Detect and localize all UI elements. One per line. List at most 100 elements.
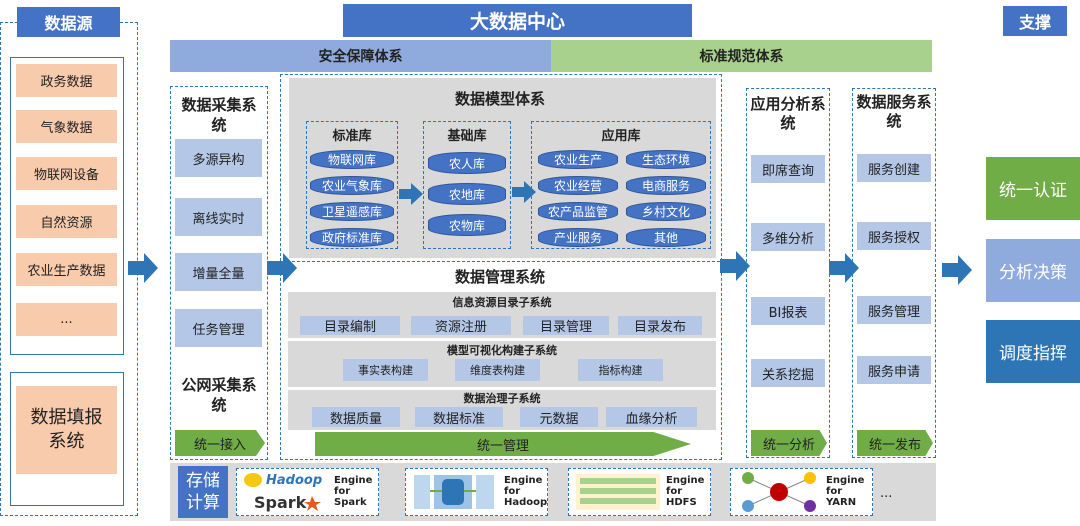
mgmt-item: 指标构建 <box>578 359 663 381</box>
mgmt-item: 元数据 <box>520 407 598 427</box>
service-item: 服务管理 <box>857 296 931 324</box>
mgmt-item: 数据质量 <box>312 407 400 427</box>
mgmt-item: 目录管理 <box>523 316 609 335</box>
source-item: ... <box>16 303 117 336</box>
mgmt-item: 目录发布 <box>618 316 702 335</box>
management-title: 数据管理系统 <box>454 267 545 286</box>
visual-subsystem-title: 模型可视化构建子系统 <box>447 344 557 357</box>
hadoop-logo-text: Hadoop <box>266 473 322 488</box>
more-engines: ... <box>880 486 893 501</box>
library-cylinder: 产业服务 <box>538 228 618 247</box>
mgmt-item: 血缘分析 <box>606 407 697 427</box>
storage-label: 存储计算 <box>178 466 228 518</box>
fill-system-box: 数据填报系统 <box>16 386 117 474</box>
service-item: 服务申请 <box>857 356 931 384</box>
data-source-title: 数据源 <box>17 7 120 37</box>
library-cylinder: 其他 <box>626 228 706 247</box>
analysis-item: 即席查询 <box>751 155 825 183</box>
unified-management-bar: 统一管理 <box>315 432 691 456</box>
mgmt-item: 目录编制 <box>300 316 400 335</box>
source-item: 自然资源 <box>16 205 117 238</box>
library-cylinder: 物联网库 <box>310 150 394 169</box>
unified-publish-bar: 统一发布 <box>857 430 933 456</box>
engine-label: Engine for HDFS <box>666 475 705 508</box>
arrow-right-icon <box>720 251 750 281</box>
library-cylinder: 生态环境 <box>626 150 706 169</box>
unified-access-bar: 统一接入 <box>175 430 265 456</box>
divider <box>282 261 720 262</box>
spark-logo: Spark <box>250 492 325 512</box>
mgmt-item: 资源注册 <box>411 316 511 335</box>
fill-system-label: 数据填报系统 <box>30 407 103 452</box>
library-cylinder: 农人库 <box>428 152 506 174</box>
app-library-title: 应用库 <box>601 128 641 144</box>
library-cylinder: 政府标准库 <box>310 228 394 247</box>
collection-title: 数据采集系统 <box>181 96 257 134</box>
collection-item: 增量全量 <box>175 253 262 291</box>
source-item: 农业生产数据 <box>16 253 117 286</box>
analysis-title: 应用分析系统 <box>750 95 826 132</box>
engine-label: Engine for YARN <box>826 475 865 508</box>
base-library <box>423 121 511 249</box>
security-band: 安全保障体系 <box>170 40 551 72</box>
hadoop-diagram-icon <box>412 471 498 513</box>
service-item: 服务创建 <box>857 154 931 182</box>
library-cylinder: 农业气象库 <box>310 176 394 195</box>
support-title: 支撑 <box>1003 6 1067 36</box>
standard-library <box>306 121 398 249</box>
library-cylinder: 卫星遥感库 <box>310 202 394 221</box>
support-auth: 统一认证 <box>986 157 1080 220</box>
mgmt-item: 维度表构建 <box>455 359 540 381</box>
engine-yarn <box>730 468 873 516</box>
library-cylinder: 乡村文化 <box>626 202 706 221</box>
support-decision: 分析决策 <box>986 239 1080 302</box>
mgmt-item: 数据标准 <box>415 407 503 427</box>
base-library-title: 基础库 <box>447 128 487 144</box>
app-library <box>531 121 711 249</box>
collection-item: 多源异构 <box>175 139 262 177</box>
engine-label: Engine for Spark <box>334 475 373 508</box>
unified-analysis-bar: 统一分析 <box>751 430 827 456</box>
source-item: 物联网设备 <box>16 157 117 190</box>
public-collection-title: 公网采集系统 <box>181 376 257 414</box>
source-item: 政务数据 <box>16 64 117 97</box>
library-cylinder: 电商服务 <box>626 176 706 195</box>
library-cylinder: 农业生产 <box>538 150 618 169</box>
service-panel <box>852 88 936 458</box>
model-title: 数据模型体系 <box>454 89 545 108</box>
library-cylinder: 农业经营 <box>538 176 618 195</box>
hadoop-logo: Hadoop <box>242 470 322 488</box>
standard-library-title: 标准库 <box>332 128 372 144</box>
center-title: 大数据中心 <box>343 4 692 37</box>
arrow-right-icon <box>128 253 158 283</box>
collection-item: 任务管理 <box>175 309 262 347</box>
hdfs-diagram-icon <box>574 472 662 512</box>
spark-logo-text: Spark <box>254 493 307 512</box>
engine-label: Engine for Hadoop <box>504 475 548 508</box>
service-title: 数据服务系统 <box>856 93 932 130</box>
standard-band: 标准规范体系 <box>551 40 932 72</box>
collection-item: 离线实时 <box>175 198 262 236</box>
fill-system-frame <box>10 372 124 506</box>
source-item: 气象数据 <box>16 110 117 143</box>
arrow-right-icon <box>829 253 859 283</box>
library-cylinder: 农物库 <box>428 214 506 236</box>
governance-subsystem-title: 数据治理子系统 <box>463 392 541 405</box>
support-command: 调度指挥 <box>986 320 1080 383</box>
storage-label-text: 存储计算 <box>186 471 220 513</box>
mgmt-item: 事实表构建 <box>343 359 428 381</box>
analysis-item: BI报表 <box>751 297 825 325</box>
analysis-item: 关系挖掘 <box>751 359 825 387</box>
info-subsystem-title: 信息资源目录子系统 <box>452 296 552 309</box>
arrow-right-icon <box>512 181 536 203</box>
analysis-panel <box>746 88 830 458</box>
arrow-right-icon <box>942 255 972 285</box>
source-list-frame <box>10 57 124 355</box>
arrow-right-icon <box>267 253 297 283</box>
analysis-item: 多维分析 <box>751 223 825 251</box>
arrow-right-icon <box>399 183 423 205</box>
yarn-diagram-icon <box>736 470 822 514</box>
library-cylinder: 农地库 <box>428 183 506 205</box>
library-cylinder: 农产品监管 <box>538 202 618 221</box>
service-item: 服务授权 <box>857 222 931 250</box>
